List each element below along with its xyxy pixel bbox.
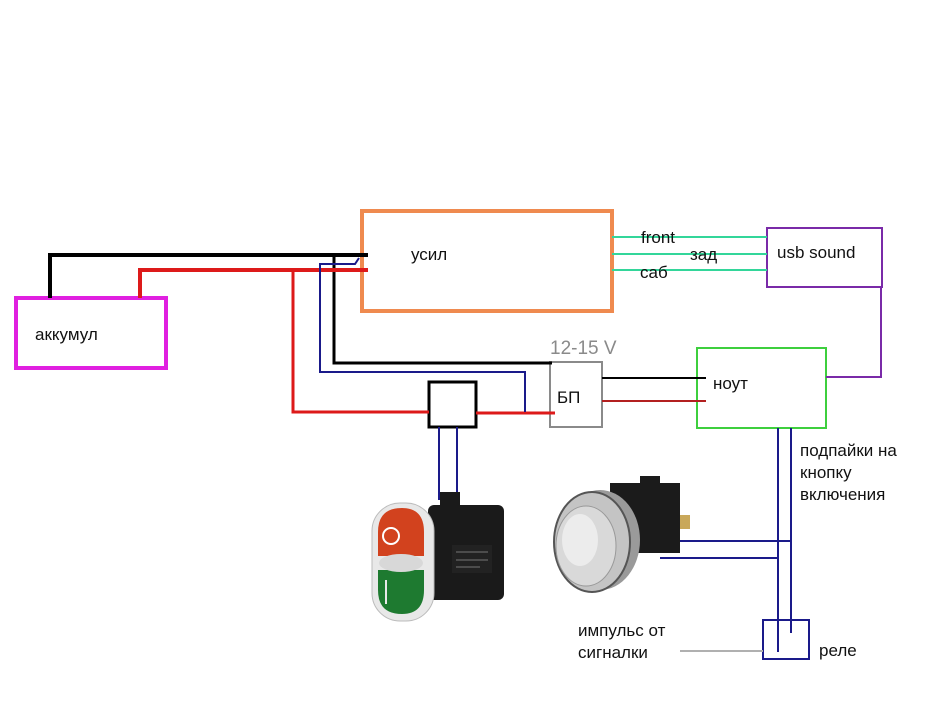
remote-wire	[319, 257, 526, 412]
power-supply-box	[549, 361, 603, 428]
alarm-impulse-note: импульс от сигналки	[578, 621, 666, 662]
double-pushbutton-image	[371, 492, 504, 622]
sub-label: саб	[640, 263, 668, 282]
usb-sound-label: usb sound	[777, 243, 856, 262]
usb-sound-box	[766, 227, 883, 288]
metal-pushbutton-image	[553, 476, 690, 593]
rear-label: зад	[690, 245, 718, 264]
power-button-solder-note: подпайки на кнопку включения	[800, 441, 897, 504]
battery-label: аккумул	[35, 325, 98, 344]
usb-wire	[826, 287, 882, 378]
laptop-box	[696, 347, 827, 429]
voltage-label: 12-15 V	[550, 338, 617, 359]
laptop-label: ноут	[713, 374, 748, 393]
switch-box	[427, 380, 478, 429]
relay-label: реле	[819, 641, 857, 660]
negative-wire-battery-amp	[48, 253, 368, 298]
power-supply-label: БП	[557, 388, 581, 407]
battery-box	[14, 296, 168, 370]
negative-wire-psu	[332, 255, 552, 365]
front-label: front	[641, 228, 676, 247]
positive-wire-switch	[291, 270, 429, 414]
amplifier-box	[360, 209, 614, 313]
relay-box	[762, 619, 810, 660]
amplifier-label: усил	[411, 245, 448, 264]
